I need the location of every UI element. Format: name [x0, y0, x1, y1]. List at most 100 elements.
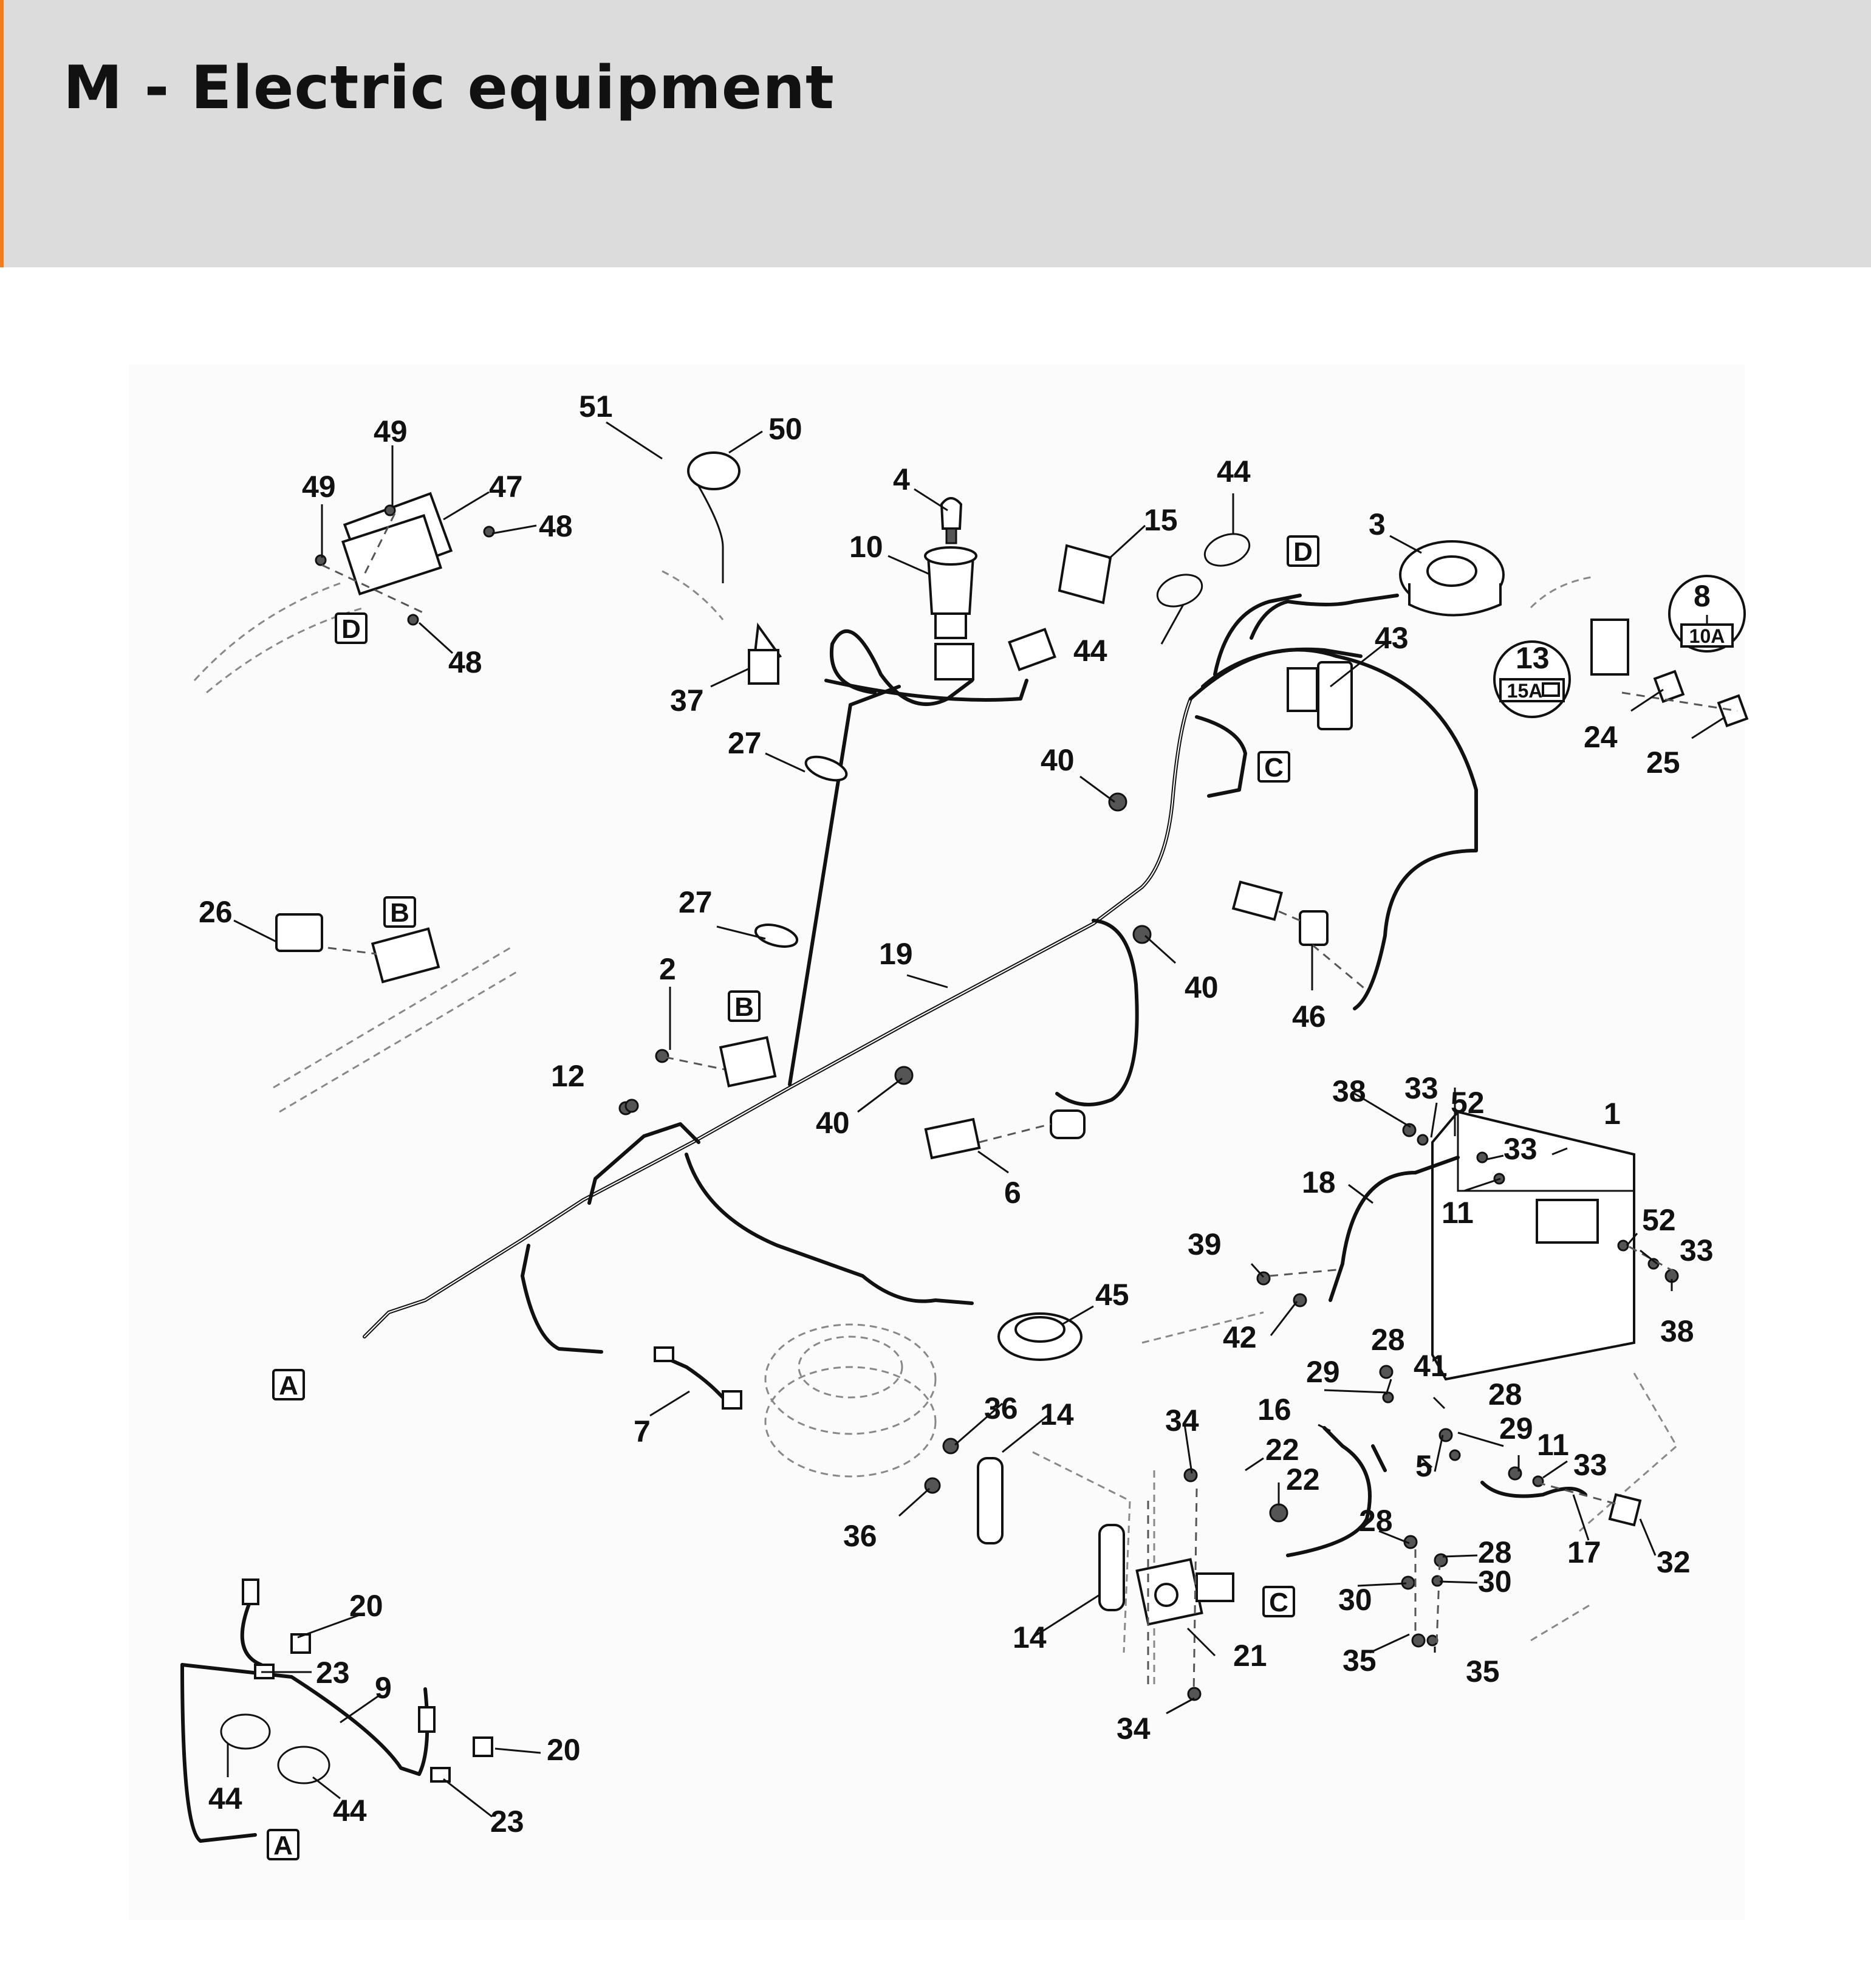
assembly-guides — [321, 513, 1738, 1696]
callout-35: 35 — [1343, 1644, 1377, 1678]
callout-14: 14 — [1040, 1397, 1074, 1431]
ignition-switch — [924, 546, 977, 680]
module-47 — [341, 514, 442, 595]
ref-box-b: B — [383, 896, 416, 928]
relay-26 — [275, 913, 440, 984]
callout-48: 48 — [539, 509, 573, 543]
callout-44: 44 — [1073, 634, 1107, 668]
callout-32: 32 — [1657, 1545, 1691, 1579]
ref-box-a: A — [272, 1369, 305, 1400]
callout-49: 49 — [374, 414, 408, 448]
callout-26: 26 — [199, 895, 233, 929]
callout-8: 8 — [1694, 579, 1711, 613]
horn — [1399, 540, 1505, 617]
callout-22: 22 — [1286, 1462, 1320, 1496]
cable-ring — [220, 533, 1251, 1784]
callout-33: 33 — [1404, 1071, 1438, 1105]
callout-13: 13 — [1516, 641, 1550, 675]
callout-20: 20 — [349, 1589, 383, 1623]
callout-24: 24 — [1584, 720, 1618, 754]
battery-cable-18 — [1329, 1156, 1460, 1302]
callout-21: 21 — [1233, 1639, 1267, 1673]
callout-40: 40 — [816, 1106, 850, 1140]
callout-23: 23 — [316, 1656, 350, 1690]
callout-33: 33 — [1503, 1132, 1538, 1166]
callout-20: 20 — [547, 1733, 581, 1767]
fuse-rating-10a: 10A — [1689, 625, 1725, 647]
callout-27: 27 — [728, 726, 762, 760]
callout-29: 29 — [1499, 1411, 1533, 1445]
page-header: M - Electric equipment — [0, 0, 1871, 267]
callout-28: 28 — [1478, 1535, 1512, 1569]
callout-23: 23 — [490, 1805, 524, 1839]
harness-9 — [180, 1578, 493, 1843]
callout-11: 11 — [1537, 1428, 1569, 1462]
callout-50: 50 — [768, 412, 802, 446]
callout-3: 3 — [1369, 507, 1386, 541]
battery — [1431, 1110, 1635, 1381]
callout-29: 29 — [1306, 1355, 1340, 1389]
bracket-14 — [977, 1457, 1125, 1611]
callout-38: 38 — [1332, 1074, 1366, 1108]
header-accent-bar — [0, 0, 4, 267]
callout-39: 39 — [1188, 1227, 1222, 1261]
callout-17: 17 — [1567, 1535, 1601, 1569]
callout-15: 15 — [1144, 503, 1178, 537]
fuse-rating-15a: 15A — [1507, 680, 1543, 702]
clutch-outline — [764, 1323, 937, 1478]
callout-2: 2 — [659, 952, 676, 986]
ref-box-d: D — [1287, 535, 1319, 567]
callout-46: 46 — [1292, 999, 1326, 1033]
callout-9: 9 — [375, 1671, 392, 1705]
callout-28: 28 — [1488, 1377, 1522, 1411]
callout-40: 40 — [1041, 743, 1075, 777]
ref-letter: B — [734, 992, 754, 1022]
page-title: M - Electric equipment — [63, 53, 835, 123]
callout-22: 22 — [1265, 1433, 1299, 1467]
callout-28: 28 — [1371, 1323, 1405, 1357]
callout-19: 19 — [879, 937, 913, 971]
callout-34: 34 — [1165, 1404, 1199, 1438]
callout-4: 4 — [893, 462, 910, 496]
main-harness — [363, 594, 1478, 1354]
fuse-labels: 10A 15A — [1499, 623, 1734, 702]
ref-letter: D — [1293, 537, 1313, 567]
ref-letter: C — [1264, 753, 1284, 783]
reference-boxes: D D C C B B A A — [267, 535, 1319, 1860]
callout-18: 18 — [1302, 1165, 1336, 1199]
ref-letter: D — [341, 614, 361, 644]
callout-7: 7 — [634, 1414, 651, 1448]
connector-46 — [1231, 880, 1329, 946]
ref-letter: C — [1269, 1588, 1288, 1617]
callout-49: 49 — [302, 470, 336, 504]
callout-12: 12 — [551, 1059, 585, 1093]
callout-30: 30 — [1338, 1583, 1372, 1617]
callout-44: 44 — [208, 1781, 242, 1815]
callout-51: 51 — [579, 389, 613, 423]
ref-box-b: B — [728, 990, 761, 1022]
callout-40: 40 — [1185, 970, 1219, 1004]
callout-52: 52 — [1642, 1203, 1676, 1237]
plug-7 — [654, 1346, 742, 1410]
callout-30: 30 — [1478, 1565, 1512, 1599]
socket-50 — [687, 451, 741, 583]
fasteners — [315, 504, 1679, 1701]
callout-1: 1 — [1604, 1097, 1621, 1131]
callout-6: 6 — [1004, 1176, 1021, 1210]
callout-35: 35 — [1466, 1654, 1500, 1688]
callout-52: 52 — [1451, 1086, 1485, 1120]
ref-box-c: C — [1257, 751, 1290, 783]
callout-25: 25 — [1646, 746, 1680, 780]
callout-16: 16 — [1257, 1393, 1291, 1427]
callout-44: 44 — [1217, 454, 1251, 488]
callout-48: 48 — [448, 645, 482, 679]
leader-lines — [227, 421, 1726, 1818]
pto-switch — [1008, 544, 1112, 671]
ref-letter: B — [390, 898, 409, 928]
callout-47: 47 — [489, 470, 523, 504]
switch-6 — [924, 1109, 1086, 1160]
callout-45: 45 — [1095, 1278, 1129, 1312]
connector-43 — [1287, 661, 1353, 730]
ref-box-a: A — [267, 1829, 299, 1860]
